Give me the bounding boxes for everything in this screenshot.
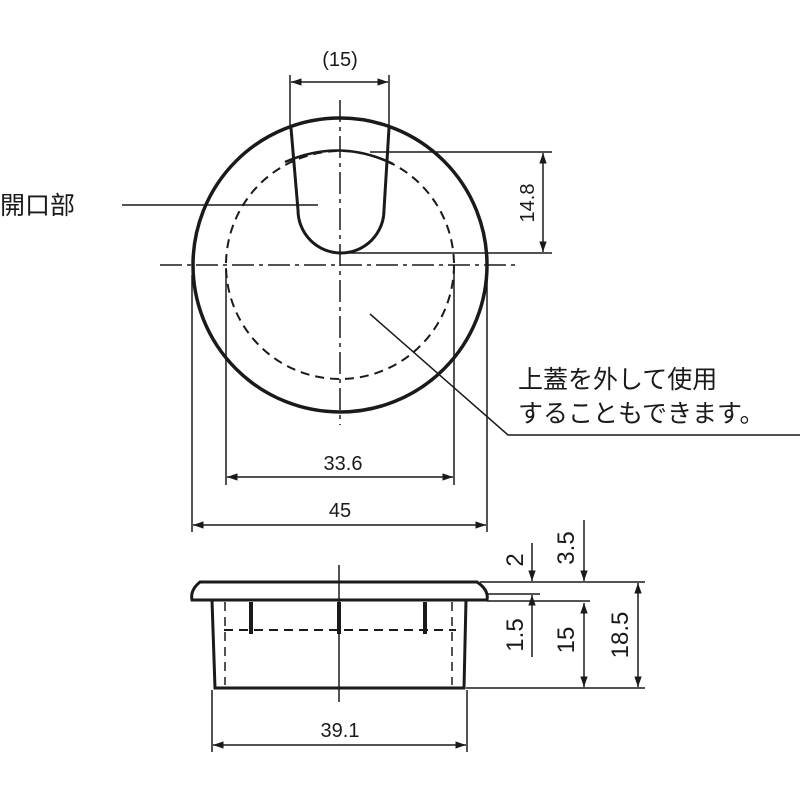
- lid-edge: [284, 149, 394, 166]
- cap: [190, 580, 489, 602]
- dim-slot-depth: 14.8: [517, 184, 539, 223]
- inner-hole: [225, 150, 455, 380]
- note-line-1: 上蓋を外して使用: [518, 365, 717, 394]
- dim-outer-diameter: 45: [329, 500, 351, 522]
- label-opening: 開口部: [0, 191, 75, 220]
- dim-slot-width: (15): [322, 49, 358, 71]
- dim-cap-thickness: 3.5: [553, 531, 580, 564]
- dim-body-height: 15: [553, 627, 580, 654]
- dim-inner-diameter: 33.6: [324, 453, 363, 475]
- dim-body-diameter: 39.1: [321, 720, 360, 742]
- body: [210, 599, 468, 690]
- side-view: 2 1.5 3.5 15 18.5 39.1: [190, 520, 645, 752]
- dim-total-height: 18.5: [607, 612, 634, 659]
- note-line-2: することもできます。: [518, 399, 765, 428]
- dim-rib: 1.5: [502, 618, 529, 651]
- outer-rim: [191, 116, 489, 414]
- opening-slot: [289, 127, 391, 255]
- dim-cap-offset: 2: [502, 553, 529, 566]
- top-view: (15) 14.8 開口部 上蓋を外して使用 することもできます。 33.6 4…: [0, 49, 800, 532]
